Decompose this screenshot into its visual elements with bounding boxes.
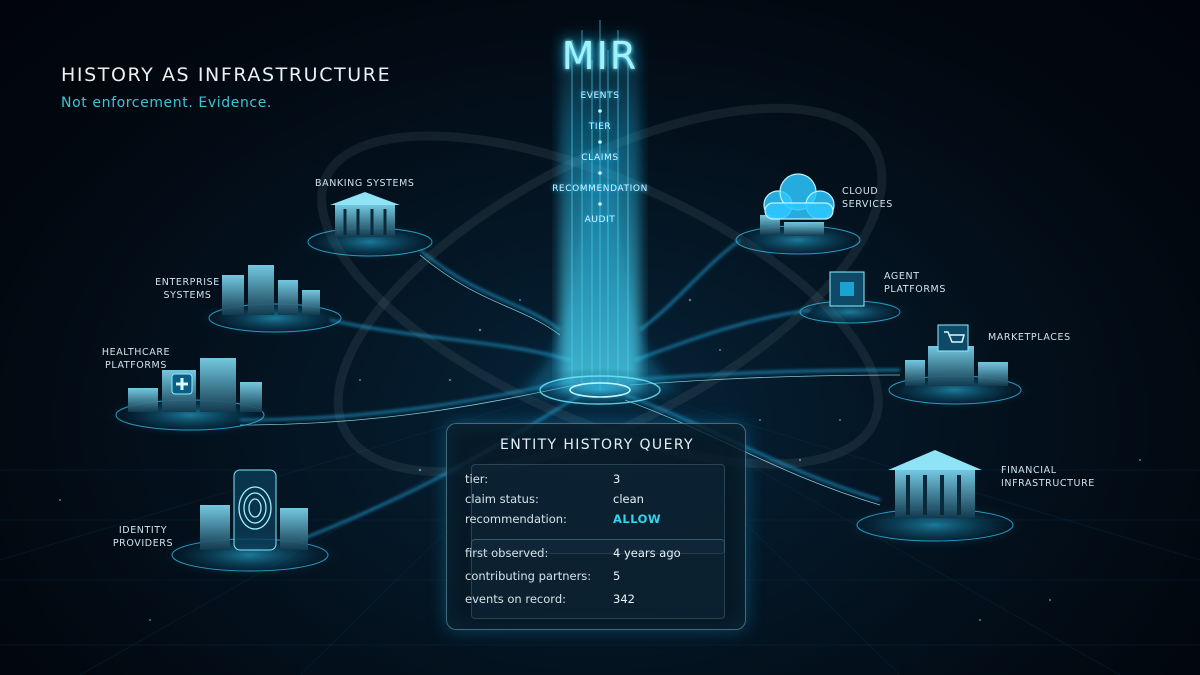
query-row-tier: tier:3 (465, 472, 620, 486)
query-row-contributing-partners: contributing partners:5 (465, 569, 620, 583)
query-row-events-on-record: events on record:342 (465, 592, 635, 606)
pipeline-claims: CLAIMS (520, 153, 680, 163)
identity-node (155, 470, 345, 579)
mir-title: MIR (540, 34, 660, 78)
pipeline-events: EVENTS (520, 91, 680, 101)
headline: HISTORY AS INFRASTRUCTURE (61, 64, 391, 86)
card-title: ENTITY HISTORY QUERY (447, 437, 747, 453)
label-marketplaces: MARKETPLACES (988, 331, 1071, 344)
query-row-recommendation: recommendation:ALLOW (465, 512, 661, 526)
pipeline-tier: TIER (520, 122, 680, 132)
pipeline-audit: AUDIT (520, 215, 680, 225)
query-row-first-observed: first observed:4 years ago (465, 546, 681, 560)
entity-history-query-card: ENTITY HISTORY QUERY tier:3 claim status… (446, 423, 746, 630)
label-banking-systems: BANKING SYSTEMS (315, 177, 415, 190)
query-row-claim-status: claim status:clean (465, 492, 644, 506)
tagline: Not enforcement. Evidence. (61, 95, 272, 111)
recommendation-value: ALLOW (613, 512, 661, 526)
pipeline-recommendation: RECOMMENDATION (520, 184, 680, 194)
